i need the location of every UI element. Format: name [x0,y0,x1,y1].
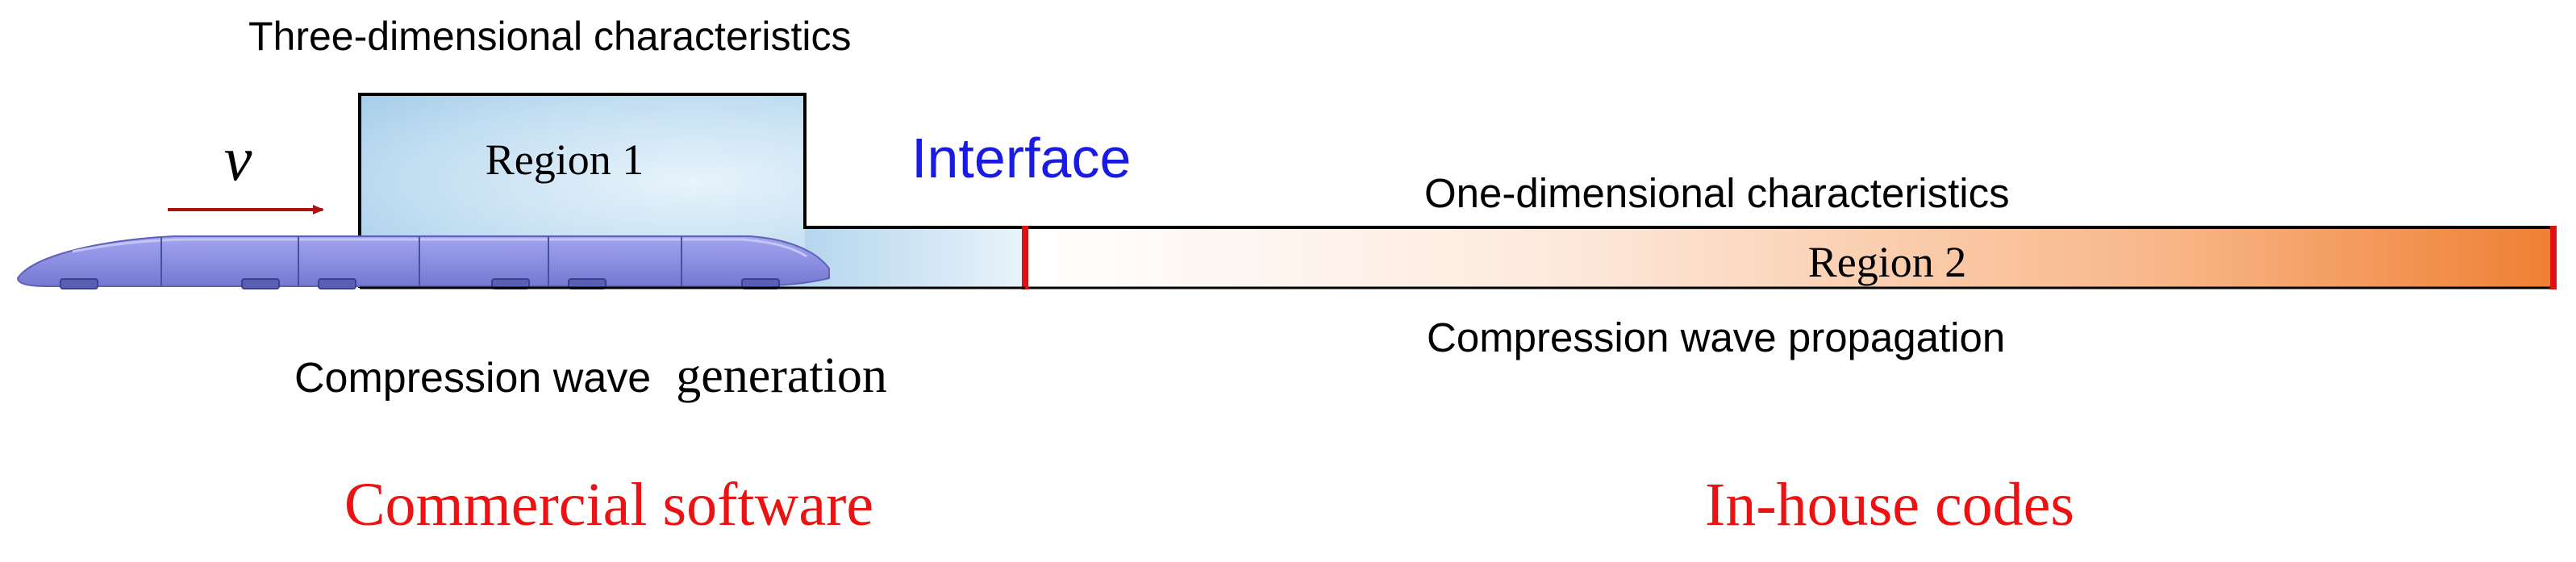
one-dimensional-label: One-dimensional characteristics [1424,170,2010,216]
inhouse-codes-label: In-house codes [1705,471,2074,539]
bogie [241,278,280,289]
commercial-software-label: Commercial software [344,471,873,539]
compression-propagation-label: Compression wave propagation [1427,314,2005,360]
region1-label: Region 1 [486,135,644,184]
generation-prefix: Compression wave [294,355,651,402]
interface-label: Interface [911,127,1131,189]
train-bogies [60,278,780,289]
train-roof-highlight [72,238,807,258]
three-dimensional-label: Three-dimensional characteristics [248,14,852,59]
velocity-label: v [224,123,252,194]
bogie [318,278,356,289]
bogie [60,278,98,289]
region2-domain [805,226,2555,289]
train [16,235,830,289]
region2-tube [1023,226,2555,289]
compression-generation-label: Compression wave generation [294,348,887,403]
region2-label: Region 2 [1808,238,1967,286]
region1-neck-fill [805,227,1025,288]
generation-word: generation [676,348,887,403]
train-body [16,235,830,287]
